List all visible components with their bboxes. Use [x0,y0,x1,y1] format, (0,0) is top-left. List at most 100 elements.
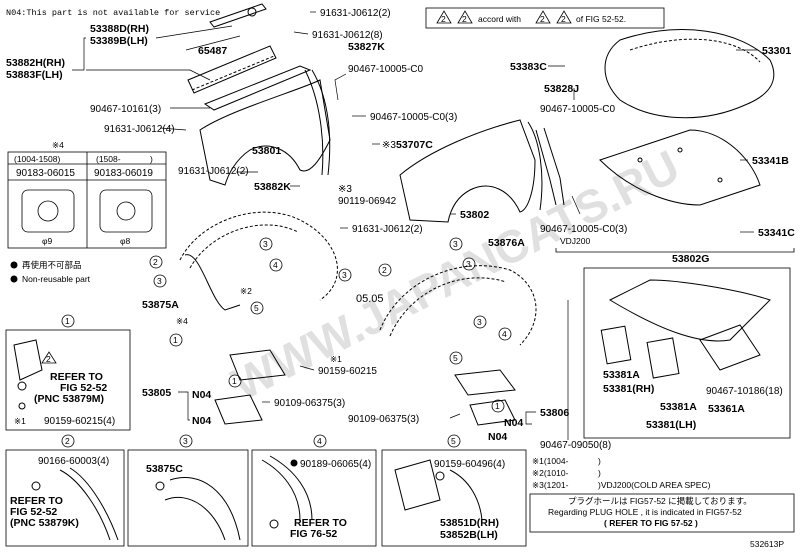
detail-2-pnc: (PNC 53879K) [10,517,79,529]
detail-2-fig: FIG 52-52 [10,506,57,518]
svg-text:1: 1 [232,376,237,386]
part-53341c: 53341C [758,227,795,239]
detail-2-box [5,449,125,547]
vdj200-panel-drawing [600,279,771,379]
mark-x1b: ※1 [14,416,26,426]
detail-2-drawing [31,467,119,541]
svg-text:4: 4 [273,260,278,270]
part-n04-a: N04 [192,389,211,401]
part-53875a: 53875A [142,299,179,311]
hood-insulator-drawing [599,129,761,206]
part-90159-a: 90159-60215 [318,366,377,377]
part-91631-2a: 91631-J0612(2) [320,8,391,19]
detail-1-part: 90159-60215(4) [44,416,115,427]
part-91631-4: 91631-J0612(4) [104,124,175,135]
leader-lines-hood [736,49,758,233]
mark-x2: ※2 [240,286,252,296]
detail-5-number: 5 [451,436,456,446]
detail-3-drawing [155,477,241,541]
svg-text:3: 3 [157,276,162,286]
detail-1-fig: FIG 52-52 [60,382,107,394]
leader-lines-center-right [548,65,581,215]
detail-1-number: 1 [65,316,70,326]
svg-text:5: 5 [254,303,259,313]
part-53381-lh: 53381(LH) [646,419,696,431]
detail-5-rh: 53851D(RH) [440,517,499,529]
detail-4-number: 4 [317,436,322,446]
hood-drawing [604,29,775,119]
hood-seal-drawing [535,127,565,206]
lower-left-bracket [214,349,286,425]
plug-hole-note-en: Regarding PLUG HOLE , it is indicated in… [548,507,742,517]
part-91631-8: 91631-J0612(8) [312,30,383,41]
part-53383c: 53383C [510,61,547,73]
detail-1-box [5,329,131,431]
part-65487: 65487 [198,45,227,57]
part-90467-d: 90467-10005-C0(3) [540,224,627,235]
part-53802: 53802 [460,209,489,221]
svg-text:3: 3 [342,270,347,280]
detail-1-refer: REFER TO [50,371,103,383]
part-90467-a: 90467-10005-C0 [348,64,423,75]
part-53805: 53805 [142,387,171,399]
detail-5-drawing [394,459,483,521]
part-53876a: 53876A [488,237,525,249]
detail-4-fig: FIG 76-52 [290,528,337,540]
detail-5-lh: 53852B(LH) [440,529,498,541]
plug-hole-note-ref: ( REFER TO FIG 57-52 ) [604,518,698,528]
part-91631-2c: 91631-J0612(2) [178,166,249,177]
part-53882k: 53882K [254,181,291,193]
bolt-table-col2-close: ) [150,154,153,164]
footnote-2: ※2(1010- [532,468,569,478]
detail-2-part: 90166-60003(4) [38,456,109,467]
part-n04-d: N04 [488,431,507,443]
mark-x4b: ※4 [176,316,188,326]
service-note: N04:This part is not available for servi… [6,8,220,18]
right-fender-drawing [399,119,543,223]
detail-1-pnc: (PNC 53879M) [34,393,104,405]
detail-4-reuse-dot [290,459,298,467]
part-53827k: 53827K [348,41,385,53]
detail-2-number: 2 [65,436,70,446]
detail-row-circles [61,434,461,448]
part-90109-b: 90109-06375(3) [348,414,419,425]
plug-hole-note-jp: プラグホールは FIG57-52 に掲載しております。 [568,496,752,506]
part-90109-a: 90109-06375(3) [274,398,345,409]
right-liner-drawing [379,265,537,346]
svg-text:3: 3 [466,259,471,269]
mark-x1: ※1 [330,354,342,364]
mark-x4: ※4 [52,140,64,150]
svg-text:5: 5 [453,353,458,363]
part-53301: 53301 [762,45,791,57]
svg-text:3: 3 [263,239,268,249]
svg-text:of FIG 52-52.: of FIG 52-52. [576,14,626,24]
part-90467-10161: 90467-10161(3) [90,104,161,115]
part-90467-b: 90467-10005-C0(3) [370,112,457,123]
svg-text:2: 2 [382,265,387,275]
footnote-1: ※1(1004- [532,456,569,466]
mark-x3: ※3 [382,140,396,151]
detail-3-part: 53875C [146,463,183,475]
left-fender-drawing [199,69,331,186]
detail-4-refer: REFER TO [294,517,347,529]
part-90467-e: 90467-09050(8) [540,440,611,451]
part-53801: 53801 [252,145,281,157]
svg-text:Non-reusable part: Non-reusable part [22,274,91,284]
svg-text:4: 4 [502,329,507,339]
detail-3-number: 3 [183,436,188,446]
lower-right-bracket [454,369,516,426]
detail-1-warning [41,351,57,364]
svg-text:2: 2 [441,14,446,24]
vdj200-label: VDJ200 [560,236,591,246]
footnote-1-close: ) [598,456,601,466]
part-53802g: 53802G [672,253,709,265]
svg-text:3: 3 [477,317,482,327]
detail-5-box [381,449,527,547]
part-53883f: 53883F(LH) [6,69,63,81]
svg-text:再使用不可部品: 再使用不可部品 [22,260,82,270]
footnote-2-close: ) [598,468,601,478]
detail-1-circle [61,314,75,328]
leader-lines-lower-left [178,365,315,421]
detail-4-box [251,449,377,547]
left-liner-drawing [179,211,338,301]
